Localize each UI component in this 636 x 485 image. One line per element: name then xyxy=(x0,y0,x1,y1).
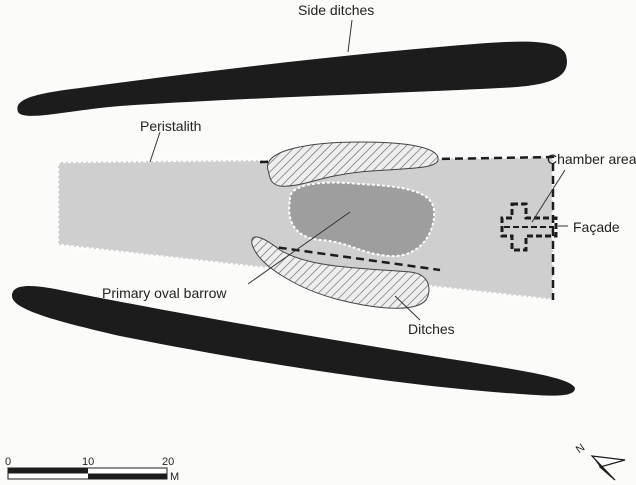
chamber-facade xyxy=(500,202,558,252)
label-primary-oval-barrow: Primary oval barrow xyxy=(102,285,227,301)
ditch-north-hatched xyxy=(267,141,439,187)
label-ditches: Ditches xyxy=(408,321,455,337)
label-chamber-area: Chamber area xyxy=(547,151,636,167)
north-arrow-icon: N xyxy=(574,442,626,481)
leader-lines xyxy=(149,19,568,321)
label-peristalith: Peristalith xyxy=(140,118,201,134)
scale-unit: M xyxy=(170,471,179,483)
north-label: N xyxy=(574,442,587,456)
scale-tick-10: 10 xyxy=(82,456,94,468)
scale-bar: 0 10 20 M xyxy=(5,456,179,483)
ditch-south-hatched xyxy=(251,236,430,309)
label-facade: Façade xyxy=(573,219,620,235)
primary-oval-barrow xyxy=(288,181,436,258)
scale-tick-20: 20 xyxy=(162,456,174,468)
side-ditch-north xyxy=(17,41,567,116)
side-ditch-south xyxy=(12,286,575,396)
scale-tick-0: 0 xyxy=(5,456,11,468)
label-side-ditches: Side ditches xyxy=(298,2,374,18)
